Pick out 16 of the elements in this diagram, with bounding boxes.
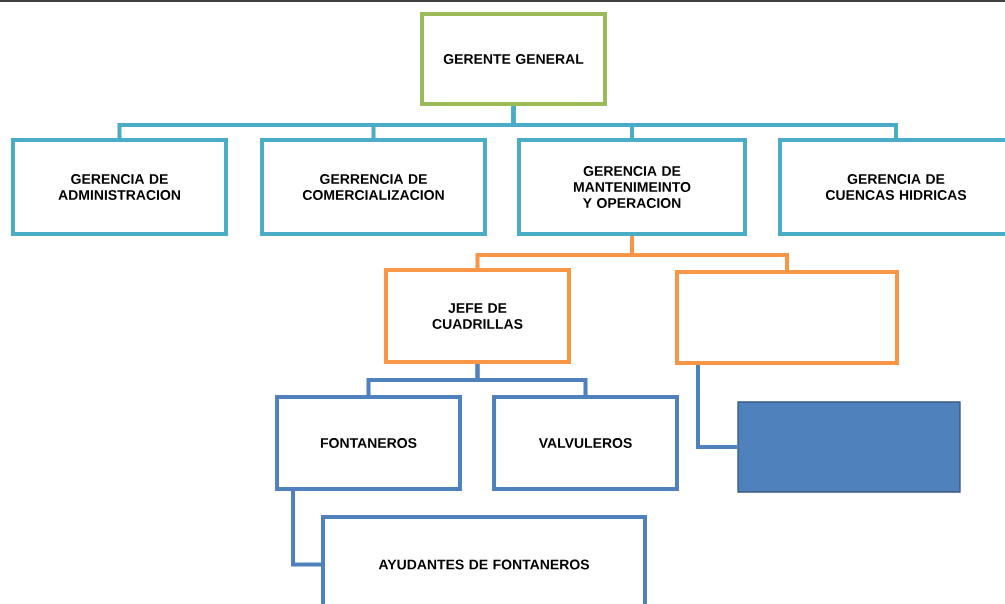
connector [630,236,789,271]
org-box: GERENCIA DE MANTENIMEINTO Y OPERACION [517,138,747,236]
org-box: GERENCIA DE ADMINISTRACION [10,138,229,236]
org-box: FONTANEROS [275,395,462,491]
empty-box [737,401,961,493]
connector [511,106,898,138]
org-box: GERRENCIA DE COMERCIALIZACION [260,138,487,236]
connector [696,364,738,449]
org-box: VALVULEROS [492,395,679,491]
connector [291,491,321,567]
org-box: GERENCIA DE CUENCAS HIDRICAS [778,138,1005,236]
org-box: GERENTE GENERAL [420,12,607,106]
empty-box [675,270,899,365]
connector [475,364,588,395]
org-box: AYUDANTES DE FONTANEROS [321,515,647,604]
org-box: JEFE DE CUADRILLAS [384,268,571,364]
